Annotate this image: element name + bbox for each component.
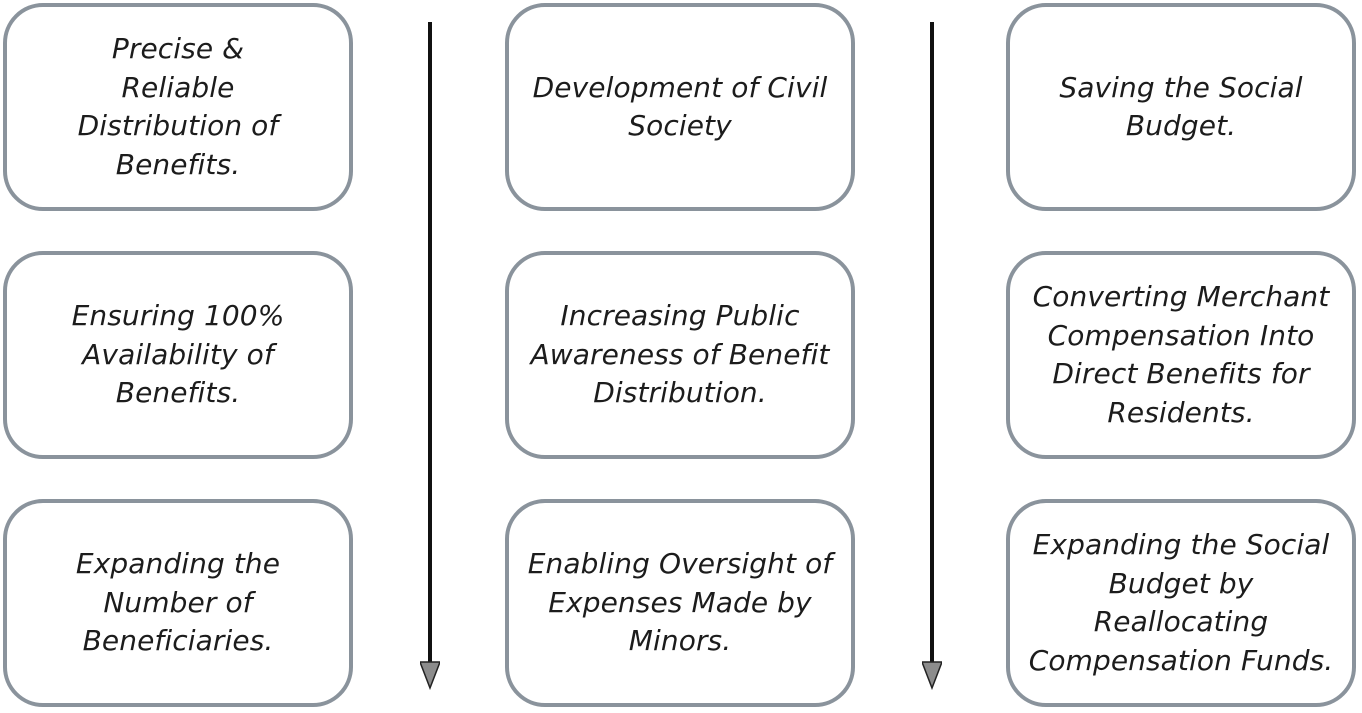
down-arrow-icon [420, 22, 440, 690]
benefit-card-civil-society: Development of Civil Society [505, 3, 855, 211]
benefit-card-oversight: Enabling Oversight of Expenses Made by M… [505, 499, 855, 707]
benefit-card-beneficiaries: Expanding the Number of Beneficiaries. [3, 499, 353, 707]
benefit-card-expanding-budget: Expanding the Social Budget by Reallocat… [1006, 499, 1356, 707]
card-text: Enabling Oversight of Expenses Made by M… [527, 547, 833, 658]
benefit-card-precise-distribution: Precise & Reliable Distribution of Benef… [3, 3, 353, 211]
benefit-card-public-awareness: Increasing Public Awareness of Benefit D… [505, 251, 855, 459]
card-text: Development of Civil Society [532, 70, 828, 143]
down-arrow-icon [922, 22, 942, 690]
benefit-card-saving-budget: Saving the Social Budget. [1006, 3, 1356, 211]
card-text: Increasing Public Awareness of Benefit D… [530, 299, 830, 410]
card-text: Expanding the Social Budget by Reallocat… [1028, 528, 1334, 677]
card-text: Ensuring 100% Availability of Benefits. [71, 299, 285, 410]
benefit-card-merchant-compensation: Converting Merchant Compensation Into Di… [1006, 251, 1356, 459]
card-text: Expanding the Number of Beneficiaries. [75, 547, 281, 658]
card-text: Precise & Reliable Distribution of Benef… [77, 32, 279, 181]
benefit-card-availability: Ensuring 100% Availability of Benefits. [3, 251, 353, 459]
card-text: Converting Merchant Compensation Into Di… [1032, 280, 1330, 429]
card-text: Saving the Social Budget. [1059, 70, 1303, 143]
